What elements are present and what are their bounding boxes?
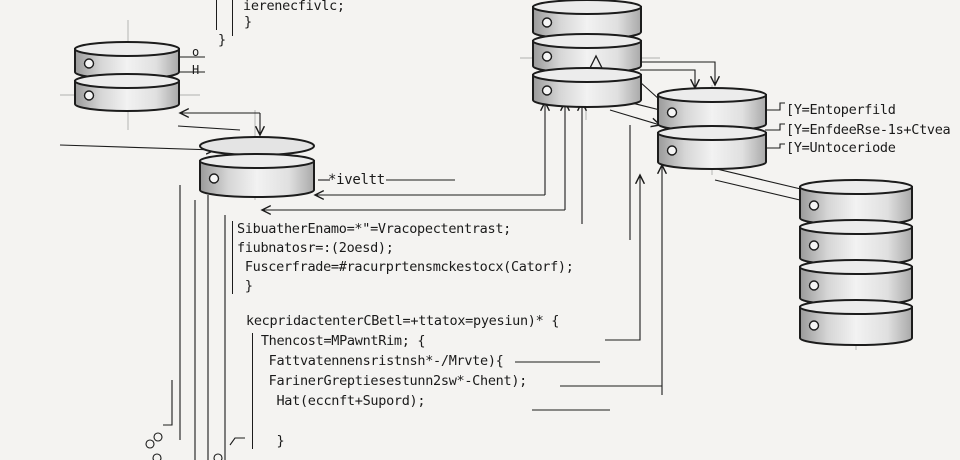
right-mid-db: [657, 87, 767, 170]
center-db: [199, 136, 315, 198]
db-lid: [199, 136, 315, 156]
code-line: kecpridactenterCBetl=+ttatox=pyesiun)* {: [246, 313, 560, 329]
legend-2-link: [765, 123, 785, 131]
legend-entry-1: [Y=Entoperfild: [786, 102, 896, 118]
db-disk-top: [657, 125, 767, 141]
connector-top-right-4: [609, 109, 660, 125]
db-status-dot-icon: [83, 58, 95, 69]
db-status-dot-icon: [808, 320, 820, 331]
db-disk-top: [74, 41, 180, 57]
code-block-1: SibuatherEnamo=*"=Vracopectentrast; fiub…: [232, 221, 574, 294]
code-bracket-inner: [232, 0, 233, 36]
db-disk-top: [74, 73, 180, 89]
top-code-close-inner: }: [244, 14, 252, 30]
triangle-marker-icon: [588, 54, 604, 69]
db-status-dot-icon: [808, 240, 820, 251]
db-disk-top: [799, 179, 913, 195]
top-code-close-outer: }: [218, 32, 226, 48]
db-disk-top: [532, 33, 642, 49]
right-bottom-db: [799, 179, 913, 346]
node-circles: [145, 432, 223, 460]
code-line: }: [237, 278, 253, 294]
code-line: Fuscerfrade=#racurprtensmckestocx(Catorf…: [237, 259, 574, 275]
top-code-line: ierenecfivlc;: [243, 0, 345, 14]
db-status-dot-icon: [541, 51, 553, 62]
db-disk-top: [657, 87, 767, 103]
db-disk-top: [532, 0, 642, 15]
code-bracket: [216, 0, 217, 30]
connector-to-right-bottom-2: [714, 179, 801, 201]
top-left-db-label-2: H: [192, 63, 199, 77]
db-status-dot-icon: [541, 85, 553, 96]
db-disk: [199, 160, 315, 198]
db-disk: [74, 80, 180, 112]
connector-top-right-2: [640, 69, 695, 88]
code-line: }: [253, 433, 285, 449]
db-disk-top: [799, 259, 913, 275]
db-status-dot-icon: [541, 17, 553, 28]
connector-top-right-3: [639, 81, 661, 101]
connector-bottom-left: [163, 380, 173, 426]
code-line: Fattvatennensristnsh*-/Mrvte){: [253, 353, 504, 369]
code-line: FarinerGreptiesestunn2sw*-Chent);: [253, 373, 528, 389]
center-db-label: *iveltt: [328, 172, 385, 188]
connector-code-up: [605, 175, 640, 341]
db-status-dot-icon: [83, 90, 95, 101]
db-status-dot-icon: [208, 173, 220, 184]
connector-top-right-1: [610, 61, 715, 85]
db-disk-top: [799, 219, 913, 235]
db-status-dot-icon: [666, 145, 678, 156]
code-line: Hat(eccnft+Supord);: [253, 393, 426, 409]
code-line: [253, 413, 559, 429]
db-status-dot-icon: [808, 280, 820, 291]
legend-1-link: [765, 102, 785, 111]
db-status-dot-icon: [666, 107, 678, 118]
db-disk-top: [799, 299, 913, 315]
connector-a: [177, 125, 241, 131]
code-line: SibuatherEnamo=*"=Vracopectentrast;: [237, 221, 511, 237]
top-left-db-label-1: o: [192, 45, 199, 59]
connectors: [59, 56, 806, 460]
db-disk-top: [532, 67, 642, 83]
legend-entry-2: [Y=EnfdeeRse-1s+Ctvea: [786, 122, 951, 138]
top-center-db: [532, 0, 642, 108]
db-disk: [799, 306, 913, 346]
code-line: fiubnatosr=:(2oesd);: [237, 240, 394, 256]
db-status-dot-icon: [808, 200, 820, 211]
db-disk-top: [199, 153, 315, 169]
db-disk: [657, 132, 767, 170]
connector-small: [229, 437, 245, 446]
legend-3-link: [765, 143, 785, 149]
top-left-db: [74, 41, 180, 112]
code-line: Thencost=MPawntRim; {: [253, 333, 426, 349]
db-disk: [532, 74, 642, 108]
code-block-2: kecpridactenterCBetl=+ttatox=pyesiun)* {…: [246, 313, 559, 449]
legend-entry-3: [Y=Untoceriode: [786, 140, 896, 156]
connector-b: [59, 144, 215, 150]
